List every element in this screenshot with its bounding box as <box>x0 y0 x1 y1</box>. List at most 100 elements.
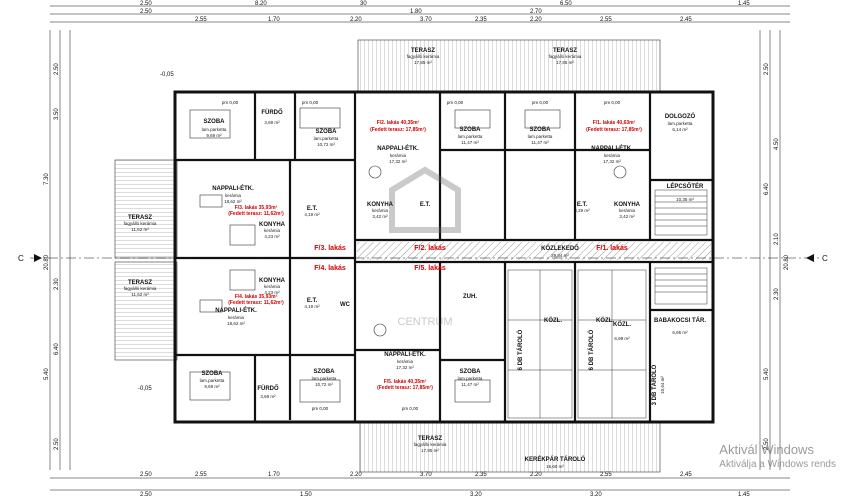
svg-text:4.50: 4.50 <box>774 138 780 150</box>
svg-text:fagyálló kerámia: fagyálló kerámia <box>414 442 447 447</box>
inner-walls <box>175 92 713 422</box>
svg-text:pm 0,00: pm 0,00 <box>604 100 621 105</box>
svg-text:16,60 m²: 16,60 m² <box>546 464 564 469</box>
windows-activation-watermark: Aktivál Windows Aktiválja a Windows rend… <box>719 442 836 472</box>
elevation-top: -0,05 <box>160 72 174 78</box>
dim-bottom-1: 2.50 <box>140 472 152 478</box>
elevation-bottom: -0,05 <box>138 386 152 392</box>
storage-cubicles <box>507 269 647 419</box>
svg-text:7.30: 7.30 <box>44 173 50 185</box>
svg-text:18,62 m²: 18,62 m² <box>227 321 245 326</box>
svg-text:5.40: 5.40 <box>44 368 50 380</box>
flat-tag-f5: F/5. lakás <box>414 265 446 272</box>
dim-top-r3-7: 2.55 <box>600 17 612 23</box>
furniture <box>189 107 627 403</box>
room-nappali-b: NAPPALI-ÉTK. <box>384 350 426 358</box>
svg-text:6.40: 6.40 <box>764 183 770 195</box>
terrace-l1: TERASZ <box>128 215 152 221</box>
svg-text:pm 0,00: pm 0,00 <box>222 100 239 105</box>
svg-text:fagyálló kerámia: fagyálló kerámia <box>124 286 157 291</box>
flat-tag-f4: F/4. lakás <box>314 265 346 272</box>
svg-text:10,72 m²: 10,72 m² <box>317 142 335 147</box>
svg-text:kerámia: kerámia <box>397 359 414 364</box>
svg-text:lam.parketta: lam.parketta <box>458 134 483 139</box>
room-kozl-1: KÖZL. <box>544 317 562 324</box>
corridor-hatch <box>357 242 711 260</box>
svg-text:(Fedett terasz: 11,62m²): (Fedett terasz: 11,62m²) <box>228 300 284 306</box>
svg-text:3,42 m²: 3,42 m² <box>619 214 635 219</box>
svg-text:kerámia: kerámia <box>372 208 389 213</box>
room-et-4: E.T. <box>577 202 588 208</box>
flat-tag-f2: F/2. lakás <box>414 245 446 252</box>
room-furdo-tl: FÜRDŐ <box>261 109 283 116</box>
dim-top-5: 1.45 <box>738 1 750 7</box>
svg-text:10,64 m²: 10,64 m² <box>660 376 665 394</box>
svg-text:pm 0,00: pm 0,00 <box>402 406 419 411</box>
svg-text:lam.parketta: lam.parketta <box>668 121 693 126</box>
dim-bottom-r2-3: 3.20 <box>470 492 482 498</box>
dim-bottom-r2-5: 1.45 <box>738 492 750 498</box>
dim-bottom-4: 2.20 <box>350 472 362 478</box>
dim-bottom-r2-4: 3.20 <box>590 492 602 498</box>
room-nappali-l1: NAPPALI-ÉTK. <box>212 184 254 192</box>
logo-text: CENTRUM <box>398 316 453 328</box>
room-kozl-2: KÖZL. <box>596 317 614 324</box>
watermark-line2: Aktiválja a Windows rends <box>719 459 836 470</box>
section-marker: C C <box>18 254 828 263</box>
dim-top-r3-6: 2.20 <box>530 17 542 23</box>
svg-text:kerámia: kerámia <box>619 208 636 213</box>
svg-text:2.50: 2.50 <box>764 63 770 75</box>
dim-bottom-3: 1.70 <box>268 472 280 478</box>
svg-text:6,99 m²: 6,99 m² <box>614 336 630 341</box>
svg-text:4,23 m²: 4,23 m² <box>264 290 280 295</box>
svg-text:20.80: 20.80 <box>44 254 50 270</box>
svg-text:pm 0,00: pm 0,00 <box>312 406 329 411</box>
svg-text:2.50: 2.50 <box>54 63 60 75</box>
left-dimensions: 2.50 3.50 7.30 20.80 2.30 6.40 5.40 2.50 <box>44 63 60 450</box>
svg-text:2.30: 2.30 <box>774 288 780 300</box>
dim-bottom-5: 3.70 <box>420 472 432 478</box>
top-dimensions: 2.50 8.20 30 6.50 1.45 2.50 2.55 1.70 2.… <box>140 1 750 23</box>
room-tarolo-1: 6 DB TÁROLÓ <box>516 329 524 370</box>
room-szoba-t3: SZOBA <box>460 127 482 133</box>
svg-text:lam.parketta: lam.parketta <box>202 127 227 132</box>
dim-top-2: 8.20 <box>255 1 267 7</box>
room-furdo-bl: FÜRDŐ <box>257 385 279 392</box>
svg-text:10,72 m²: 10,72 m² <box>315 382 333 387</box>
room-wc: WC <box>340 302 351 308</box>
dim-bottom-7: 2.20 <box>530 472 542 478</box>
room-konyha-4: KONYHA <box>614 202 641 208</box>
terrace-tr: TERASZ <box>553 48 577 54</box>
svg-text:3,69 m²: 3,69 m² <box>264 120 280 125</box>
svg-text:4,19 m²: 4,19 m² <box>304 304 320 309</box>
svg-text:29,84 m²: 29,84 m² <box>551 253 569 258</box>
svg-text:fagyálló kerámia: fagyálló kerámia <box>407 54 440 59</box>
svg-text:4,23 m²: 4,23 m² <box>264 234 280 239</box>
svg-text:3,42 m²: 3,42 m² <box>372 214 388 219</box>
svg-text:11,62 m²: 11,62 m² <box>131 227 149 232</box>
svg-text:17,85 m²: 17,85 m² <box>414 60 432 65</box>
watermark-line1: Aktivál Windows <box>719 442 814 457</box>
svg-text:kerámia: kerámia <box>228 315 245 320</box>
svg-text:5.40: 5.40 <box>764 368 770 380</box>
room-konyha-1: KONYHA <box>259 222 286 228</box>
svg-text:lam.parketta: lam.parketta <box>200 378 225 383</box>
room-szoba-t4: SZOBA <box>530 127 552 133</box>
svg-text:2.50: 2.50 <box>54 438 60 450</box>
room-nappali-t1: NAPPALI-ÉTK. <box>377 144 419 152</box>
flat-f2-label: F/2. lakás 40,35m² <box>377 120 420 126</box>
dim-bottom-r2-1: 2.50 <box>140 492 152 498</box>
svg-text:kerámia: kerámia <box>264 284 281 289</box>
dim-top-r2-3: 2.70 <box>530 9 542 15</box>
svg-text:pm 0,00: pm 0,00 <box>447 100 464 105</box>
dim-top-4: 6.50 <box>560 1 572 7</box>
dim-bottom-6: 2.35 <box>475 472 487 478</box>
flat-f4-label: F/4. lakás 35,93m² <box>235 294 278 300</box>
svg-text:lam.parketta: lam.parketta <box>312 376 337 381</box>
terrace-l2: TERASZ <box>128 280 152 286</box>
flat-f1-label: F/1. lakás 40,63m² <box>593 120 636 126</box>
svg-text:9,69 m²: 9,69 m² <box>206 133 222 138</box>
svg-text:(Fedett terasz: 11,62m²): (Fedett terasz: 11,62m²) <box>228 211 284 217</box>
svg-text:lam.parketta: lam.parketta <box>458 376 483 381</box>
svg-text:kerámia: kerámia <box>264 228 281 233</box>
